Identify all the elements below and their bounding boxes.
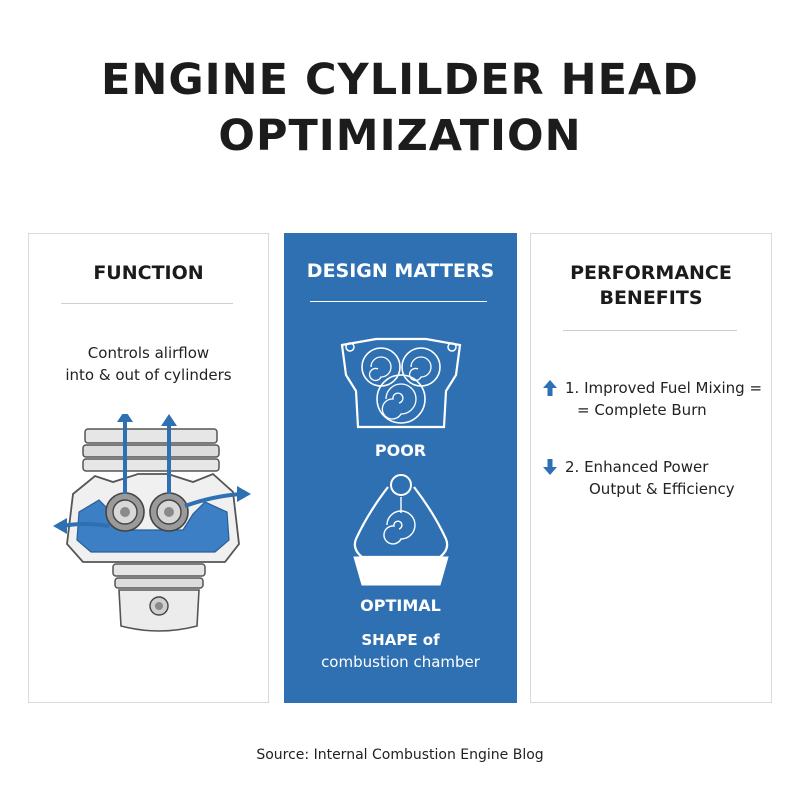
chamber-caption: SHAPE of combustion chamber <box>284 629 517 673</box>
cylinder-head-airflow-icon <box>53 414 251 632</box>
chamber-caption-line-2: combustion chamber <box>321 653 480 671</box>
arrow-down-icon <box>543 459 557 475</box>
benefits-heading-line-2: BENEFITS <box>599 287 703 309</box>
benefit-2-line-2: Output & Efficiency <box>589 480 735 498</box>
arrow-up-icon <box>543 380 557 396</box>
benefits-heading: PERFORMANCE BENEFITS <box>531 261 771 311</box>
benefits-panel: PERFORMANCE BENEFITS 1. Improved Fuel Mi… <box>530 233 772 703</box>
title-line-2: OPTIMIZATION <box>218 111 582 161</box>
source-footer: Source: Internal Combustion Engine Blog <box>256 747 544 763</box>
function-text-line-2: into & out of cylinders <box>65 366 232 384</box>
poor-label: POOR <box>374 441 427 460</box>
function-text-line-1: Controls alirflow <box>87 344 210 362</box>
design-heading: DESIGN MATTERS <box>306 260 495 282</box>
benefit-2-line-1: 2. Enhanced Power <box>565 458 709 476</box>
benefits-heading-line-1: PERFORMANCE <box>570 262 732 284</box>
function-panel: FUNCTION Controls alirflow into & out of… <box>28 233 269 703</box>
benefit-1-line-2: = Complete Burn <box>577 401 707 419</box>
page-title: ENGINE CYLILDER HEAD OPTIMIZATION <box>0 52 800 164</box>
optimal-chamber-icon <box>353 474 449 586</box>
benefit-1-line-1: 1. Improved Fuel Mixing = <box>565 379 763 397</box>
optimal-label: OPTIMAL <box>360 596 441 615</box>
title-line-1: ENGINE CYLILDER HEAD <box>101 55 699 105</box>
function-divider <box>61 303 233 304</box>
function-heading: FUNCTION <box>93 262 204 284</box>
function-description: Controls alirflow into & out of cylinder… <box>29 342 268 386</box>
poor-chamber-icon <box>340 337 462 429</box>
design-divider <box>310 301 487 302</box>
design-panel: DESIGN MATTERS POOR OPTIMAL SHAPE of com… <box>284 233 517 703</box>
benefits-divider <box>563 330 737 331</box>
chamber-caption-line-1: SHAPE of <box>361 631 440 649</box>
